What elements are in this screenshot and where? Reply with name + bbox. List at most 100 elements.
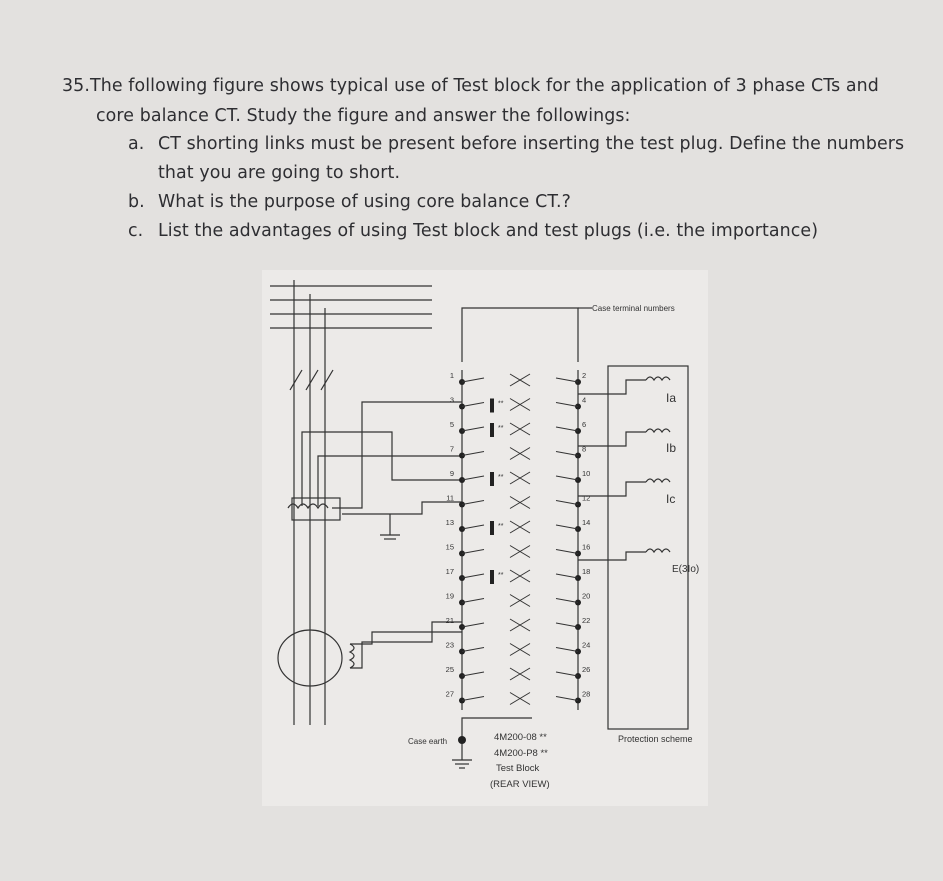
contact-finger <box>461 671 485 677</box>
terminal-number-right: 2 <box>582 371 586 380</box>
contact-cross <box>509 545 531 558</box>
terminal-number-right: 18 <box>582 567 590 576</box>
contact-cross <box>509 643 531 656</box>
contact-cross <box>509 692 531 705</box>
item-c-marker: c. <box>128 221 144 241</box>
terminal-number-right: 6 <box>582 420 586 429</box>
terminal-number-right: 22 <box>582 616 590 625</box>
relay-lead <box>578 481 646 497</box>
breaker-contact <box>320 369 334 391</box>
item-a-marker: a. <box>128 134 145 154</box>
contact-finger <box>461 401 485 408</box>
contact-finger <box>461 622 485 628</box>
relay-coil-ib <box>645 428 671 434</box>
contact-finger <box>461 450 485 457</box>
contact-finger <box>555 450 579 457</box>
shorting-link <box>490 423 494 437</box>
cbct-lead <box>350 631 462 645</box>
contact-cross <box>509 373 531 387</box>
shorting-link-mark: ** <box>498 572 504 579</box>
terminal-number-left: 21 <box>446 616 454 625</box>
terminal-number-left: 25 <box>446 665 454 674</box>
contact-cross <box>509 520 531 534</box>
breaker-contact <box>289 369 303 391</box>
contact-finger <box>461 573 485 579</box>
contact-cross <box>509 569 531 583</box>
contact-cross <box>509 447 531 460</box>
protection-scheme-box <box>607 365 689 730</box>
ct-body <box>291 497 341 521</box>
ct-lead <box>332 401 462 509</box>
breaker-contact <box>305 369 319 391</box>
terminal-number-right: 24 <box>582 641 590 650</box>
contact-finger <box>461 695 485 702</box>
cbct-coil <box>348 643 355 669</box>
contact-finger <box>461 548 485 555</box>
item-a-line2: that you are going to short. <box>158 163 401 183</box>
relay-coil-ia <box>645 376 671 382</box>
terminal-number-right: 26 <box>582 665 590 674</box>
shorting-link <box>490 398 494 413</box>
terminal-number-left: 19 <box>446 592 454 601</box>
terminal-number-left: 1 <box>450 371 454 380</box>
terminal-number-left: 11 <box>446 494 454 503</box>
relay-label-ic: Ic <box>666 492 675 506</box>
relay-coil-ic <box>645 478 671 484</box>
terminal-number-left: 3 <box>450 396 454 405</box>
contact-cross <box>509 667 531 681</box>
contact-finger <box>555 548 579 555</box>
terminal-number-right: 8 <box>582 445 586 454</box>
contact-finger <box>461 377 485 383</box>
terminal-number-left: 7 <box>450 445 454 454</box>
contact-finger <box>555 401 579 408</box>
item-a-line1: CT shorting links must be present before… <box>158 134 905 154</box>
item-c-line1: List the advantages of using Test block … <box>158 221 819 241</box>
shorting-link <box>490 472 494 486</box>
contact-finger <box>555 475 579 481</box>
relay-lead <box>578 379 646 395</box>
shorting-link-mark: ** <box>498 474 504 481</box>
block-line-4: (REAR VIEW) <box>490 779 550 790</box>
terminal-number-right: 12 <box>582 494 590 503</box>
shorting-link-mark: ** <box>498 523 504 530</box>
contact-finger <box>555 695 579 702</box>
contact-cross <box>509 398 531 411</box>
terminal-number-left: 9 <box>450 469 454 478</box>
relay-label-earth: E(3Io) <box>672 564 699 575</box>
relay-lead <box>578 431 646 447</box>
contact-finger <box>461 597 485 604</box>
case-terminal-label: Case terminal numbers <box>592 304 675 313</box>
contact-finger <box>555 573 579 579</box>
contact-finger <box>461 524 485 530</box>
terminal-number-left: 15 <box>446 543 454 552</box>
relay-label-ia: Ia <box>666 391 676 405</box>
question-number: 35. <box>62 76 90 96</box>
terminal-number-right: 14 <box>582 518 590 527</box>
contact-finger <box>461 499 485 506</box>
terminal-number-left: 17 <box>446 567 454 576</box>
contact-finger <box>461 646 485 653</box>
contact-finger <box>555 524 579 530</box>
ct-lead <box>342 501 462 515</box>
item-b-line1: What is the purpose of using core balanc… <box>158 192 571 212</box>
contact-finger <box>555 646 579 653</box>
contact-cross <box>509 422 531 436</box>
terminal-number-left: 27 <box>446 690 454 699</box>
ct-coil <box>287 503 329 510</box>
contact-finger <box>555 597 579 604</box>
terminal-number-left: 5 <box>450 420 454 429</box>
terminal-loop <box>461 307 579 362</box>
contact-finger <box>461 475 485 481</box>
terminal-number-right: 20 <box>582 592 590 601</box>
block-line-2: 4M200-P8 ** <box>494 748 548 759</box>
case-earth-label: Case earth <box>408 737 447 746</box>
contact-cross <box>509 496 531 509</box>
shorting-link-mark: ** <box>498 401 504 408</box>
protection-scheme-label: Protection scheme <box>618 734 693 744</box>
shorting-link-mark: ** <box>498 425 504 432</box>
ct-lead <box>301 431 462 506</box>
block-line-1: 4M200-08 ** <box>494 732 547 743</box>
